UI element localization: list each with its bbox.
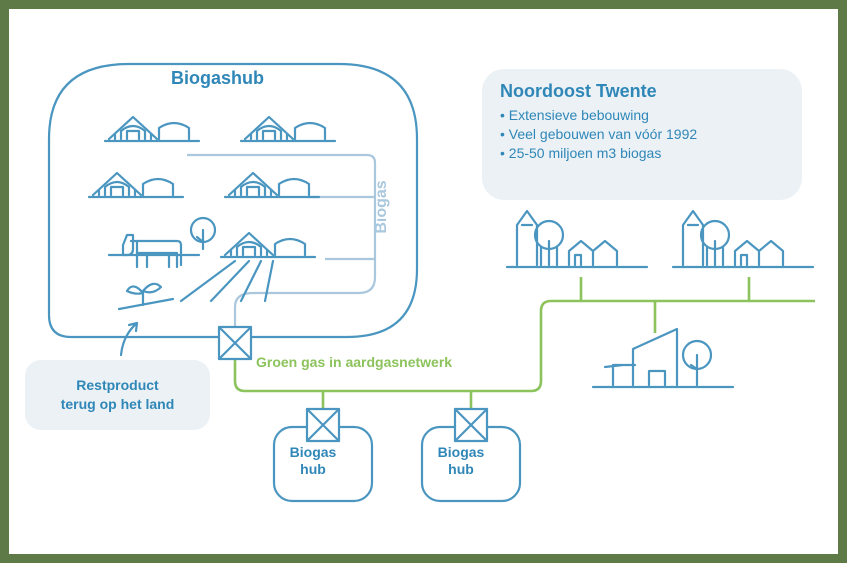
town-1-icon [505, 209, 649, 269]
biogashub-boundary [47, 62, 419, 339]
field-icon [179, 259, 275, 303]
farm-1 [103, 115, 201, 143]
region-bullet: • Extensieve bebouwing [500, 107, 649, 123]
diagram-canvas [47, 62, 815, 503]
farm-4 [223, 171, 321, 199]
region-bullet: • Veel gebouwen van vóór 1992 [500, 126, 698, 142]
farm-5 [219, 231, 317, 259]
small-hub-label-2: Biogas hub [412, 444, 510, 478]
restproduct-line-2: terug op het land [60, 396, 175, 412]
groen-gas-pipe [233, 277, 815, 409]
farm-2 [239, 115, 337, 143]
tree-icon [109, 216, 217, 255]
town-2-icon [671, 209, 815, 269]
main-hub-valve-icon [217, 325, 253, 361]
restproduct-line-1: Restproduct [76, 377, 159, 393]
plant-icon [117, 282, 175, 311]
small-hub-line-1: Biogas [289, 444, 337, 460]
farm-3 [87, 171, 185, 199]
small-hub-2 [420, 407, 522, 503]
restproduct-arrow-icon [119, 321, 139, 357]
modern-house-icon [591, 327, 735, 389]
cow-icon [107, 233, 201, 269]
small-hub-line-2: hub [448, 461, 474, 477]
groen-gas-label: Groen gas in aardgasnetwerk [256, 354, 453, 370]
region-title: Noordoost Twente [500, 81, 657, 101]
frame [9, 9, 838, 554]
biogas-pipe-label-text: Biogas [373, 180, 390, 234]
biogas-pipe-label: Biogas [368, 170, 396, 244]
small-hub-label-1: Biogas hub [264, 444, 362, 478]
restproduct-note: Restproduct terug op het land [25, 360, 210, 430]
region-info-panel [482, 69, 802, 200]
small-hub-1 [272, 407, 374, 503]
region-bullet: • 25-50 miljoen m3 biogas [500, 145, 662, 161]
biogas-pipe [187, 153, 377, 327]
biogashub-title: Biogashub [171, 68, 264, 88]
small-hub-line-1: Biogas [437, 444, 485, 460]
small-hub-line-2: hub [300, 461, 326, 477]
